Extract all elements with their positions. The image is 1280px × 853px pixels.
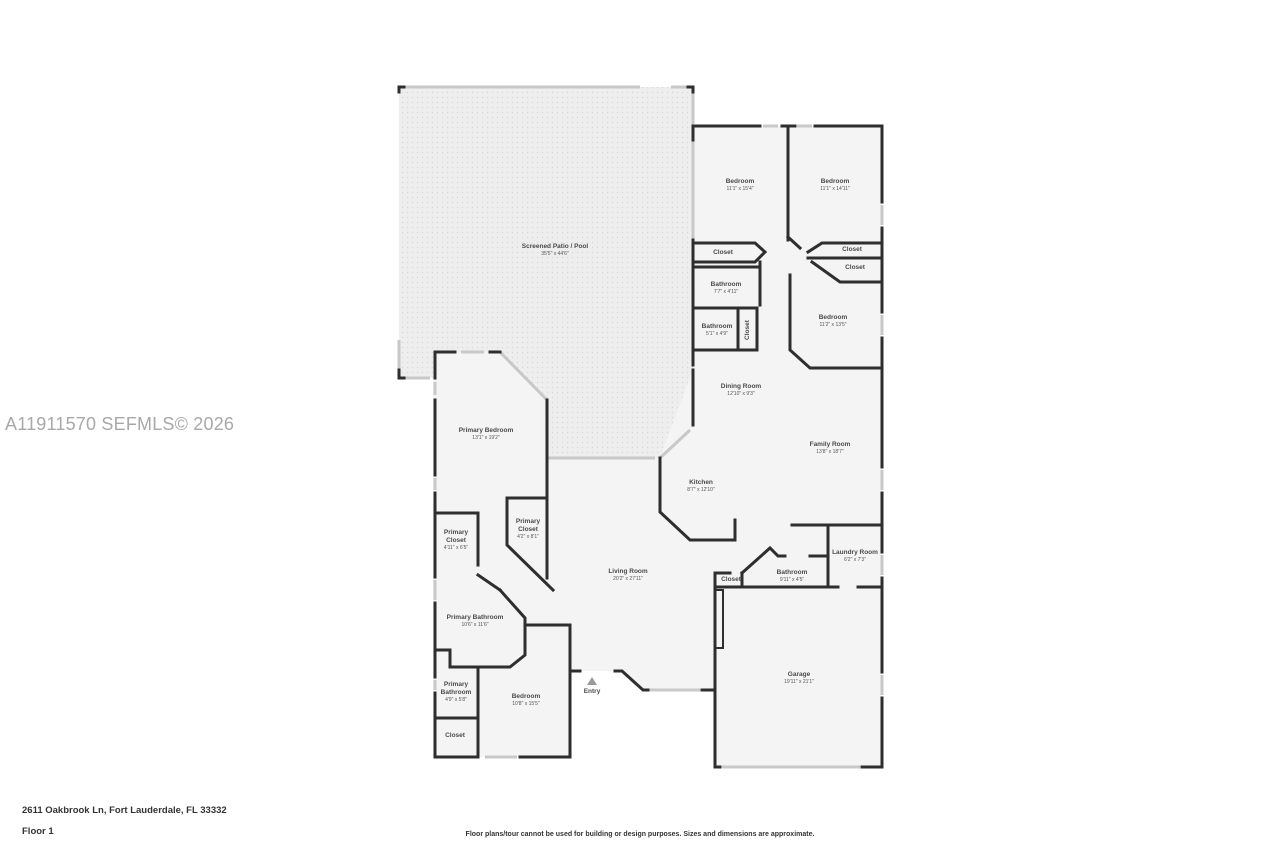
room-screened-patio: Screened Patio / Pool 35'5" x 44'6" xyxy=(522,243,588,257)
room-name: Bathroom xyxy=(776,569,808,576)
walls xyxy=(397,85,884,769)
room-dim: 11'2" x 13'5" xyxy=(819,322,847,328)
room-closet-1: Closet xyxy=(713,249,733,257)
room-name: Primary Closet xyxy=(515,518,541,533)
room-name: Primary Bathroom xyxy=(446,614,504,621)
room-closet-6: Closet xyxy=(445,732,465,740)
room-dim: 10'6" x 11'6" xyxy=(461,622,489,628)
room-dim: 11'1" x 15'4" xyxy=(726,186,754,192)
room-bedroom-2: Bedroom 11'1" x 14'11" xyxy=(820,178,849,192)
room-name: Dining Room xyxy=(720,383,762,390)
room-bedroom-3: Bedroom 11'2" x 13'5" xyxy=(819,314,848,328)
room-garage: Garage 19'11" x 21'1" xyxy=(784,671,814,685)
room-closet-3: Closet xyxy=(845,264,865,272)
room-dim: 4'11" x 6'5" xyxy=(443,545,469,551)
room-kitchen: Kitchen 8'7" x 12'10" xyxy=(687,479,714,493)
room-name: Living Room xyxy=(608,568,648,575)
room-name: Primary Bathroom xyxy=(440,681,472,696)
room-dim: 9'11" x 4'5" xyxy=(779,577,805,583)
room-name: Primary Bedroom xyxy=(458,427,514,434)
house-floor xyxy=(433,126,882,767)
room-dim: 19'11" x 21'1" xyxy=(784,679,814,685)
room-living: Living Room 20'2" x 27'11" xyxy=(608,568,647,582)
floor-label: Floor 1 xyxy=(22,826,54,837)
room-name: Bedroom xyxy=(820,178,850,185)
room-primary-closet-1: Primary Closet 4'2" x 8'1" xyxy=(513,518,543,540)
room-name: Closet xyxy=(713,249,733,256)
room-dim: 10'8" x 15'5" xyxy=(512,701,540,707)
room-primary-bathroom-1: Primary Bathroom 10'6" x 11'6" xyxy=(447,614,504,628)
room-dim: 13'8" x 18'7" xyxy=(816,449,844,455)
room-name: Laundry Room xyxy=(832,549,878,556)
room-name: Closet xyxy=(744,320,751,340)
room-name: Bathroom xyxy=(710,281,742,288)
room-dim: 12'10" x 9'3" xyxy=(727,391,755,397)
room-primary-bedroom: Primary Bedroom 13'1" x 19'2" xyxy=(459,427,514,441)
room-name: Closet xyxy=(721,576,741,583)
room-primary-closet-2: Primary Closet 4'11" x 6'5" xyxy=(441,529,471,551)
room-name: Entry xyxy=(583,688,601,695)
room-name: Bathroom xyxy=(701,323,733,330)
disclaimer-text: Floor plans/tour cannot be used for buil… xyxy=(465,831,815,838)
room-name: Bedroom xyxy=(725,178,755,185)
room-name: Primary Closet xyxy=(443,529,469,544)
room-family: Family Room 13'8" x 18'7" xyxy=(810,441,851,455)
room-name: Bedroom xyxy=(818,314,848,321)
room-bathroom-2: Bathroom 5'1" x 4'9" xyxy=(702,323,733,337)
room-bedroom-1: Bedroom 11'1" x 15'4" xyxy=(726,178,755,192)
room-dim: 11'1" x 14'11" xyxy=(820,186,850,192)
room-name: Garage xyxy=(787,671,811,678)
entry-arrow-icon xyxy=(587,677,597,685)
room-dim: 8'7" x 12'10" xyxy=(687,487,715,493)
room-closet-2: Closet xyxy=(842,246,862,254)
room-bedroom-4: Bedroom 10'8" x 15'5" xyxy=(512,693,541,707)
room-name: Kitchen xyxy=(689,479,713,486)
room-dim: 13'1" x 19'2" xyxy=(472,435,500,441)
room-closet-4: Closet xyxy=(744,320,752,340)
room-name: Closet xyxy=(445,732,465,739)
room-dim: 5'1" x 4'9" xyxy=(706,331,728,337)
room-primary-bathroom-2: Primary Bathroom 4'9" x 5'8" xyxy=(437,681,475,703)
room-dim: 6'2" x 7'3" xyxy=(844,557,866,563)
room-bathroom-1: Bathroom 7'7" x 4'11" xyxy=(711,281,742,295)
room-name: Screened Patio / Pool xyxy=(521,243,589,250)
room-bathroom-3: Bathroom 9'11" x 4'5" xyxy=(777,569,808,583)
room-name: Closet xyxy=(845,264,865,271)
room-closet-5: Closet xyxy=(721,576,741,584)
property-address: 2611 Oakbrook Ln, Fort Lauderdale, FL 33… xyxy=(22,805,227,816)
room-laundry: Laundry Room 6'2" x 7'3" xyxy=(832,549,878,563)
room-dim: 20'2" x 27'11" xyxy=(613,576,643,582)
room-dim: 35'5" x 44'6" xyxy=(541,251,569,257)
entry-label: Entry xyxy=(584,688,601,696)
room-dining: Dining Room 12'10" x 9'3" xyxy=(721,383,761,397)
patio-area xyxy=(399,87,693,458)
room-dim: 7'7" x 4'11" xyxy=(713,289,739,295)
room-name: Closet xyxy=(842,246,862,253)
room-name: Bedroom xyxy=(511,693,541,700)
room-dim: 4'2" x 8'1" xyxy=(517,534,539,540)
mls-watermark: A11911570 SEFMLS© 2026 xyxy=(5,414,235,434)
room-dim: 4'9" x 5'8" xyxy=(445,697,467,703)
room-name: Family Room xyxy=(809,441,851,448)
